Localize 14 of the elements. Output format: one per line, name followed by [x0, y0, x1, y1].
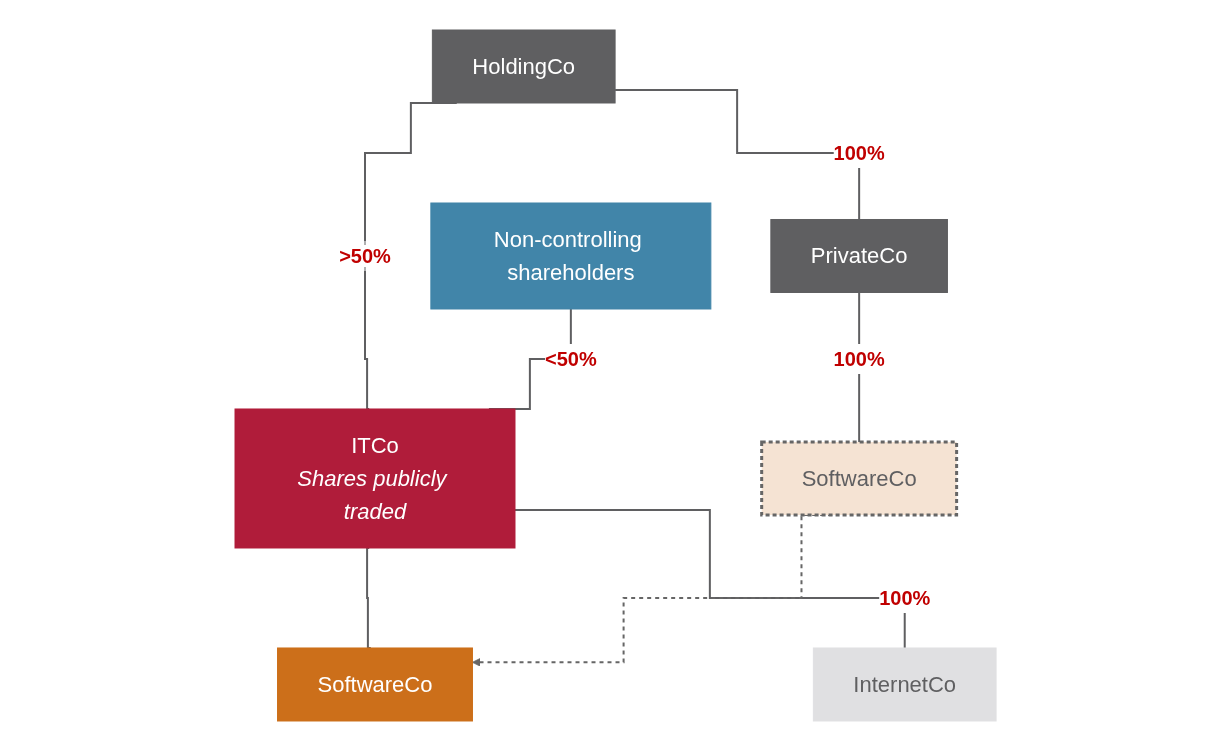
connector: [614, 89, 861, 221]
edge-label: >50%: [339, 245, 392, 267]
edge-label: 100%: [879, 586, 931, 609]
node-box: PrivateCo: [770, 219, 949, 293]
node-box: SoftwareCo: [277, 647, 474, 722]
edge-label: 100%: [834, 142, 886, 164]
connector: [514, 509, 907, 649]
node-box: ITCo Shares publicly traded: [234, 408, 516, 549]
node-box: Non-controlling shareholders: [430, 202, 712, 310]
edge-label: <50%: [545, 347, 598, 370]
node-box: SoftwareCo: [760, 440, 959, 517]
node-box: HoldingCo: [432, 29, 617, 104]
node-box: InternetCo: [813, 647, 998, 722]
edge-label: 100%: [834, 347, 886, 370]
